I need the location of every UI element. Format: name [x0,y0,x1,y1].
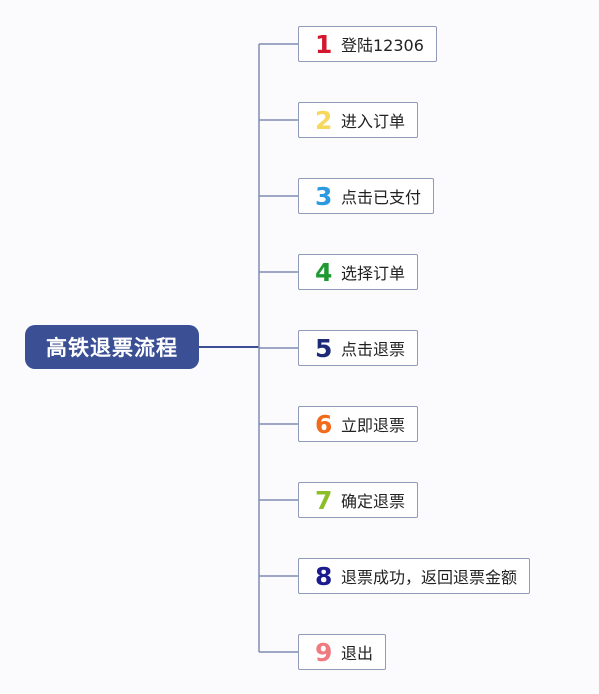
step-node-7: 7 确定退票 [298,482,419,518]
step-node-9: 9 退出 [298,634,387,670]
step-label-8: 退票成功，返回退票金额 [341,568,518,587]
step-number-6: 6 [315,409,333,439]
step-label-5: 点击退票 [341,340,406,359]
step-node-6: 6 立即退票 [298,406,419,442]
step-number-3: 3 [315,181,333,211]
step-number-9: 9 [315,637,333,667]
step-node-3: 3 点击已支付 [298,178,435,214]
step-number-2: 2 [315,105,333,135]
step-label-7: 确定退票 [341,492,406,511]
step-label-6: 立即退票 [341,416,406,435]
step-label-4: 选择订单 [341,264,406,283]
root-node: 高铁退票流程 [25,325,199,369]
step-number-4: 4 [315,257,333,287]
step-number-7: 7 [315,485,333,515]
root-title: 高铁退票流程 [46,336,178,360]
step-node-1: 1 登陆12306 [298,26,437,62]
step-node-2: 2 进入订单 [298,102,419,138]
step-label-9: 退出 [341,644,374,663]
step-node-4: 4 选择订单 [298,254,419,290]
step-label-2: 进入订单 [341,112,406,131]
step-node-5: 5 点击退票 [298,330,419,366]
step-node-8: 8 退票成功，返回退票金额 [298,558,531,594]
step-number-5: 5 [315,333,333,363]
step-number-8: 8 [315,561,333,591]
step-number-1: 1 [315,29,333,59]
step-label-1: 登陆12306 [341,36,424,55]
step-label-3: 点击已支付 [341,188,422,207]
